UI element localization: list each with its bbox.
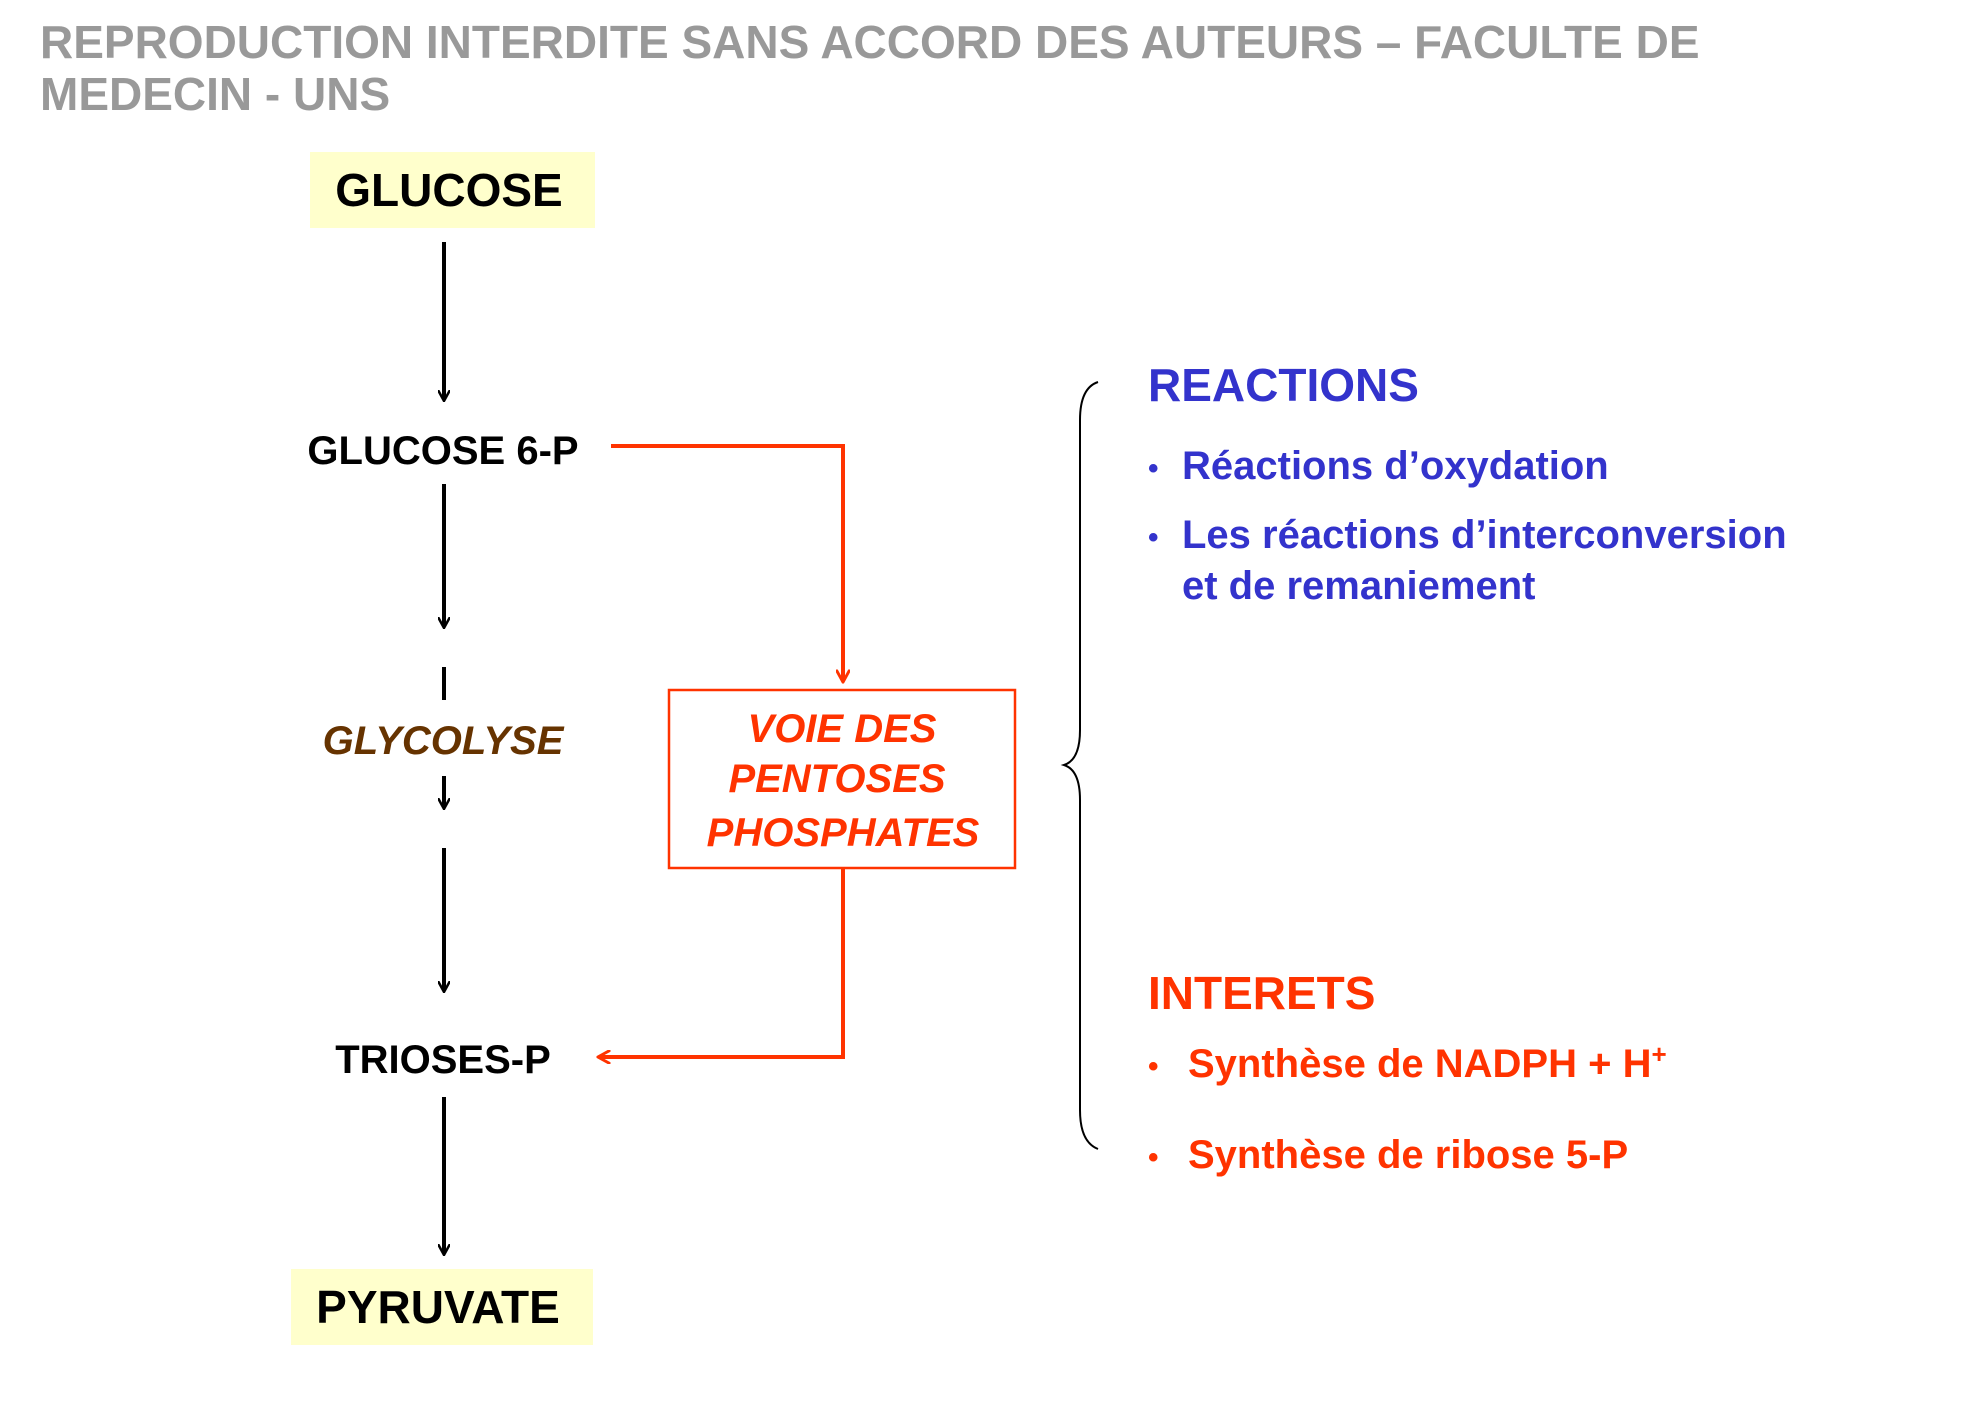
pentose-pathway-box [667,688,1017,870]
reactions-title: REACTIONS [1148,359,1419,411]
interets-title: INTERETS [1148,967,1375,1019]
interets-item-1: Synthèse de NADPH + H+ [1188,1039,1667,1086]
glucose-box [310,152,595,228]
pyruvate-box [291,1269,593,1345]
bullet: • [1148,452,1159,485]
bullet: • [1148,521,1159,554]
glycolyse-label: GLYCOLYSE [323,719,565,763]
reactions-item-2-line-1: Les réactions d’interconversion [1182,513,1787,557]
pentose-line2: PENTOSES [728,757,945,801]
glucose-label: GLUCOSE [335,164,562,216]
arrow-g6p-to-pentose [611,444,843,681]
bullet: • [1148,1050,1159,1083]
pentose-line1: VOIE DES [748,707,937,751]
bullet: • [1148,1141,1159,1174]
watermark: REPRODUCTION INTERDITE SANS ACCORD DES A… [40,16,1700,120]
trioses-p-label: TRIOSES-P [335,1038,551,1082]
pentose-line3: PHOSPHATES [707,811,980,855]
arrow-pentose-to-trioses [599,868,845,1057]
pyruvate-label: PYRUVATE [316,1281,560,1333]
glucose-6p-label: GLUCOSE 6-P [307,429,578,473]
interets-item-2: Synthèse de ribose 5-P [1188,1133,1628,1177]
reactions-item-1: Réactions d’oxydation [1182,444,1609,488]
reactions-item-2-line-2: et de remaniement [1182,564,1535,608]
curly-brace [1060,381,1099,1150]
